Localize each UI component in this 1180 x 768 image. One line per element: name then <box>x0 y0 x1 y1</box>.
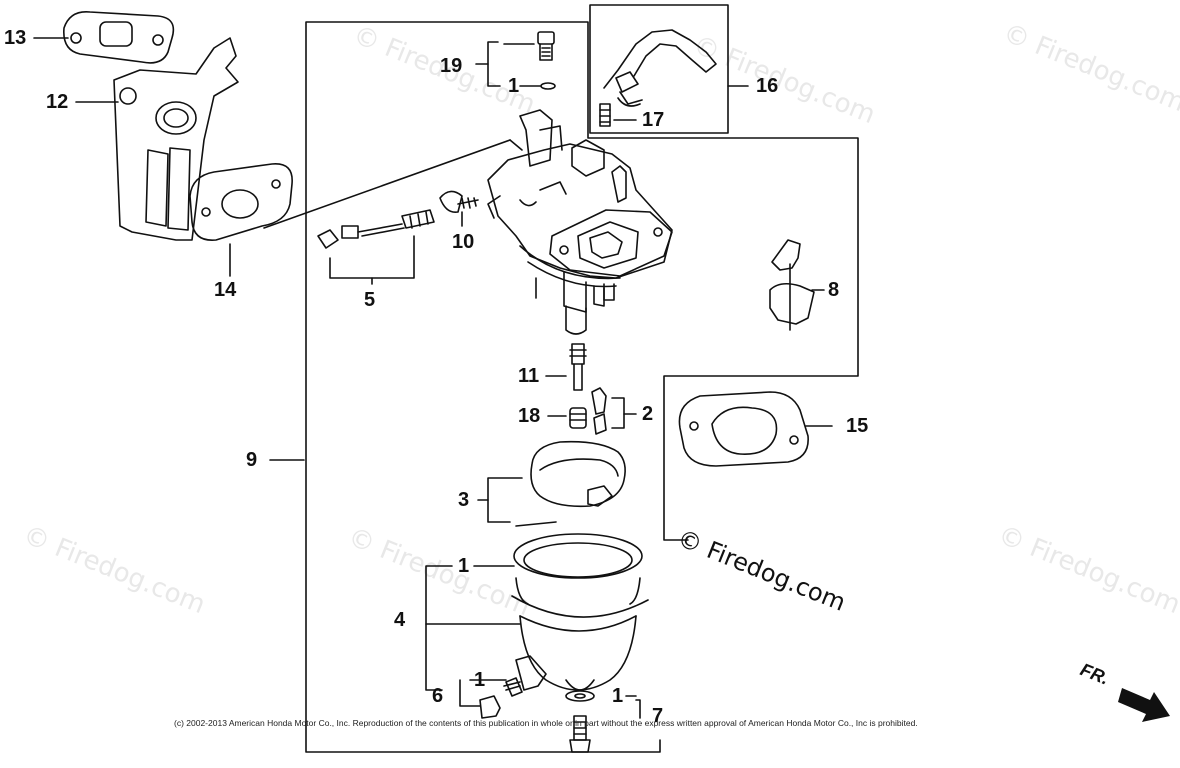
callout-12: 12 <box>46 91 69 113</box>
callout-5: 5 <box>364 289 376 311</box>
callout-11: 11 <box>518 365 540 387</box>
callout-3: 3 <box>458 489 470 511</box>
part-18-jet <box>547 407 587 429</box>
part-11-needle <box>545 343 587 391</box>
callout-13: 13 <box>4 27 27 49</box>
callout-15: 15 <box>846 415 869 437</box>
part-16-choke-rod <box>603 29 749 107</box>
callout-1: 1 <box>474 669 486 691</box>
part-19-screw <box>475 31 556 90</box>
part-6-drain <box>479 677 523 719</box>
callout-1: 1 <box>612 685 624 707</box>
callout-14: 14 <box>214 279 237 301</box>
callout-7: 7 <box>652 705 664 727</box>
part-14-gasket <box>189 163 293 241</box>
callout-6: 6 <box>432 685 444 707</box>
part-8-pin <box>769 239 825 331</box>
carburetor-body <box>487 109 673 335</box>
part-15-gasket <box>678 391 833 467</box>
callout-10: 10 <box>452 231 475 253</box>
part-12-plate <box>113 37 239 241</box>
callout-9: 9 <box>246 449 258 471</box>
front-arrow <box>1118 688 1170 722</box>
part-13-gasket <box>63 11 175 64</box>
part-17-spring <box>599 103 637 127</box>
part-3-float <box>477 440 626 527</box>
callout-19: 19 <box>440 55 463 77</box>
callout-4: 4 <box>394 609 406 631</box>
part-2-screw <box>591 387 637 435</box>
callout-18: 18 <box>518 405 541 427</box>
part-7-bolt <box>565 690 595 753</box>
part-16-box <box>589 4 729 134</box>
callout-8: 8 <box>828 279 840 301</box>
leader <box>425 565 453 691</box>
callout-2: 2 <box>642 403 654 425</box>
callout-1: 1 <box>458 555 470 577</box>
copyright-notice: (c) 2002-2013 American Honda Motor Co., … <box>174 718 918 728</box>
assembly-boundary <box>305 21 859 753</box>
part-4-bowl <box>511 533 649 691</box>
part-5-screws <box>317 209 435 285</box>
part-10-screw <box>439 190 479 227</box>
callout-1: 1 <box>508 75 520 97</box>
callout-16: 16 <box>756 75 779 97</box>
callout-17: 17 <box>642 109 665 131</box>
